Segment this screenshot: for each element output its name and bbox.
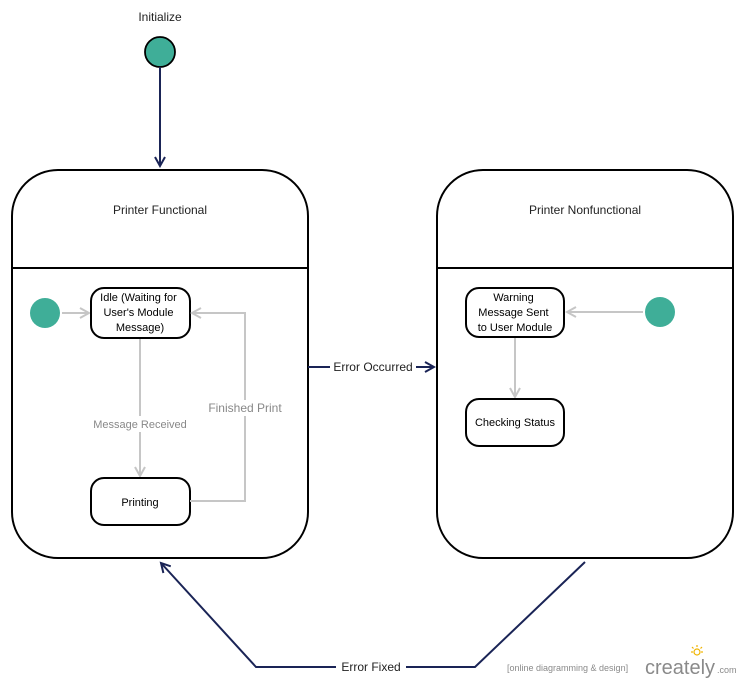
initial-node[interactable] <box>144 36 176 68</box>
footer-tagline: [online diagramming & design] <box>507 663 628 673</box>
initial-node[interactable] <box>30 298 60 328</box>
state-title: Printer Functional <box>113 203 207 217</box>
substate-idle-line: Message) <box>116 322 164 334</box>
label-background <box>336 659 406 675</box>
substate-printing-label: Printing <box>121 497 158 509</box>
substate-idle-line: User's Module <box>103 307 173 319</box>
footer-brand-suffix: .com <box>717 665 737 675</box>
label-background <box>90 416 190 432</box>
sun-icon <box>691 645 703 656</box>
substate-warning-line: to User Module <box>478 322 553 334</box>
substate-warning[interactable] <box>465 287 565 338</box>
initial-node[interactable] <box>645 297 675 327</box>
error-occurred-label: Error Occurred <box>333 360 412 374</box>
footer-brand[interactable]: creately <box>645 657 715 679</box>
state-printer-nonfunctional[interactable] <box>436 169 734 559</box>
error-fixed-label: Error Fixed <box>341 660 400 674</box>
error-fixed-arrow <box>161 561 586 668</box>
substate-warning-line: Warning <box>493 292 534 304</box>
substate-checking-label: Checking Status <box>475 417 556 429</box>
substate-warning-line: Message Sent <box>478 307 548 319</box>
substate-idle-line: Idle (Waiting for <box>100 292 177 304</box>
substate-idle-label: Idle (Waiting for User's Module Message) <box>100 292 180 334</box>
label-background <box>205 400 285 416</box>
label-background <box>330 359 416 375</box>
finished-print-label: Finished Print <box>208 401 282 415</box>
state-title: Printer Nonfunctional <box>529 203 641 217</box>
substate-warning-label: Warning Message Sent to User Module <box>478 292 553 334</box>
message-received-label: Message Received <box>93 419 187 431</box>
initial-label: Initialize <box>138 10 182 24</box>
substate-checking-status[interactable] <box>465 398 565 447</box>
